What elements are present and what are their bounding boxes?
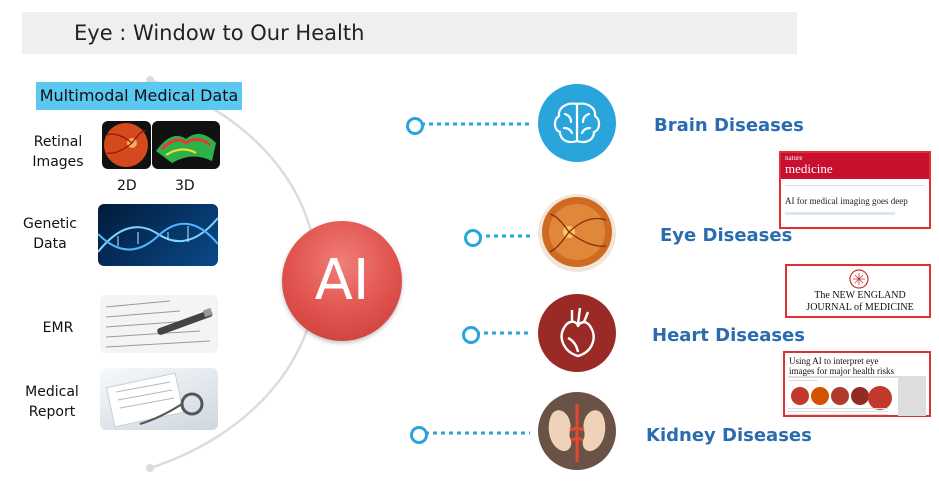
retina-icon (538, 194, 616, 272)
paper-headline: AI for medical imaging goes deep (785, 196, 908, 206)
nejm-paper[interactable]: The NEW ENGLAND JOURNAL of MEDICINE (785, 264, 931, 318)
paper-figures (788, 376, 926, 416)
label-3d: 3D (175, 178, 195, 194)
paper-headline: Using AI to interpret eye images for maj… (789, 356, 894, 376)
heart-icon (538, 294, 616, 372)
paper-masthead: nature medicine (781, 153, 929, 179)
connector-dot-kidney (410, 426, 428, 444)
nejm-title-line1: The NEW ENGLAND (814, 290, 906, 301)
connector-dot-heart (462, 326, 480, 344)
retina-3d-image (152, 121, 220, 169)
eye-diseases-label: Eye Diseases (660, 225, 793, 246)
page-title: Eye : Window to Our Health (74, 21, 365, 45)
retinal-images-label: Retinal Images (32, 134, 84, 170)
ai-label: AI (314, 248, 370, 313)
nejm-seal-icon (849, 269, 869, 289)
kidney-icon (538, 392, 616, 470)
medical-report-image (100, 368, 218, 430)
ai-node: AI (282, 221, 402, 341)
nejm-title-line2: JOURNAL of MEDICINE (806, 302, 914, 313)
label-2d: 2D (117, 178, 137, 194)
data-panel-header: Multimodal Medical Data (36, 82, 242, 110)
emr-image (100, 295, 218, 353)
brain-diseases-label: Brain Diseases (654, 115, 804, 136)
kidney-diseases-label: Kidney Diseases (646, 425, 812, 446)
connector-dot-brain (406, 117, 424, 135)
connector-dot-eye (464, 229, 482, 247)
retina-2d-image (102, 121, 151, 169)
ai-eye-images-paper[interactable]: Using AI to interpret eye images for maj… (783, 351, 931, 417)
medical-report-label: Medical Report (25, 384, 79, 420)
emr-label: EMR (42, 320, 74, 336)
dna-image (98, 204, 218, 266)
title-bar: Eye : Window to Our Health (22, 12, 797, 54)
brain-icon (538, 84, 616, 162)
heart-diseases-label: Heart Diseases (652, 325, 805, 346)
genetic-data-label: Genetic Data (22, 216, 78, 252)
nature-medicine-paper[interactable]: nature medicine AI for medical imaging g… (779, 151, 931, 229)
